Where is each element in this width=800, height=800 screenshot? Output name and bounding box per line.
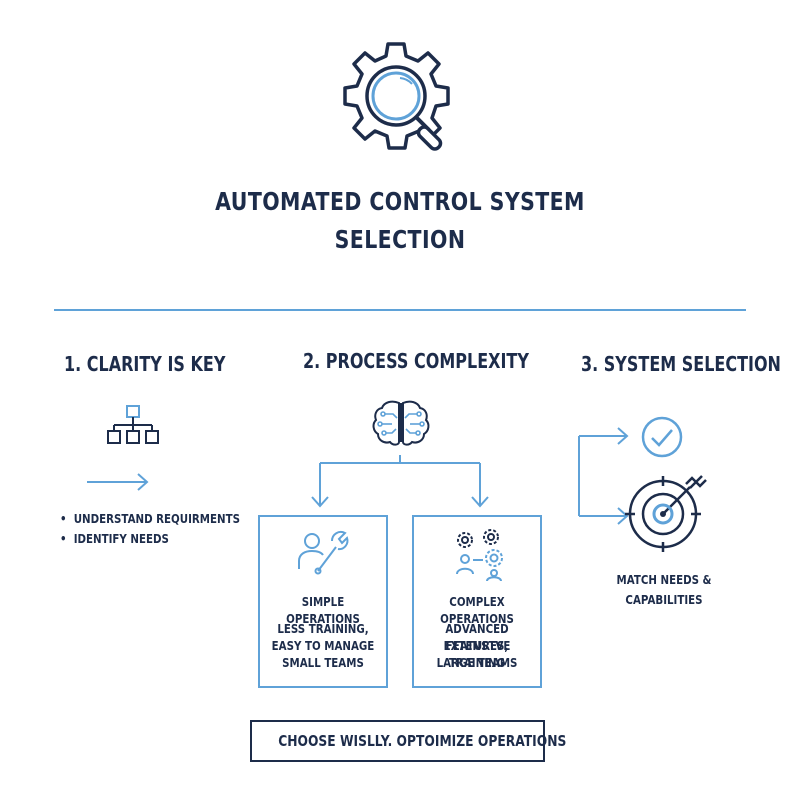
section-heading-complexity: 2. PROCESS COMPLEXITY: [303, 349, 529, 373]
list-item: • IDENTIFY NEEDS: [60, 531, 169, 546]
hierarchy-icon: [107, 405, 159, 444]
selection-caption-line-2: CAPABILITIES: [625, 592, 703, 607]
brain-circuit-icon: [372, 400, 430, 446]
list-item: • UNDERSTAND REQUIRMENTS: [60, 511, 240, 526]
section-heading-selection: 3. SYSTEM SELECTION: [581, 352, 781, 376]
complex-operations-line: ADVANCED FEATURES,: [445, 621, 509, 653]
user-wrench-icon: [298, 531, 349, 575]
page-title-line-2: SELECTION: [334, 225, 466, 254]
bullet-dot: •: [60, 511, 74, 526]
complex-operations-card: COMPLEX OPERATIONS ADVANCED FEATURES, EX…: [412, 515, 542, 688]
bullet-dot: •: [60, 531, 74, 546]
simple-operations-line: EASY TO MANAGE: [271, 638, 375, 653]
branch-arrows: [311, 455, 489, 508]
simple-operations-line: SMALL TEAMS: [282, 655, 364, 670]
simple-operations-line: LESS TRAINING,: [277, 621, 369, 636]
check-circle-icon: [641, 416, 683, 458]
gears-team-icon: [456, 529, 503, 582]
divider: [54, 309, 746, 311]
selection-arrows: [578, 427, 629, 525]
section-heading-clarity: 1. CLARITY IS KEY: [64, 352, 226, 376]
complex-operations-line: EXTENSTVE TRAINING: [443, 638, 511, 670]
gear-magnifier-icon: [343, 42, 450, 151]
target-arrow-icon: [625, 475, 707, 552]
footer-text: CHOOSE WISLLY. OPTOIMIZE OPERATIONS: [278, 732, 567, 750]
page-title-line-1: AUTOMATED CONTROL SYSTEM: [215, 187, 585, 216]
complex-operations-title: COMPLEX OPERATIONS: [440, 594, 514, 626]
footer-banner: CHOOSE WISLLY. OPTOIMIZE OPERATIONS: [250, 720, 567, 762]
simple-operations-card: SIMPLE OPERATIONS LESS TRAINING, EASY TO…: [258, 515, 388, 688]
selection-caption-line-1: MATCH NEEDS &: [616, 572, 712, 587]
complex-operations-line: LARGE TEAMS: [436, 655, 518, 670]
simple-operations-title: SIMPLE OPERATIONS: [286, 594, 360, 626]
arrow-right-icon: [87, 473, 149, 491]
